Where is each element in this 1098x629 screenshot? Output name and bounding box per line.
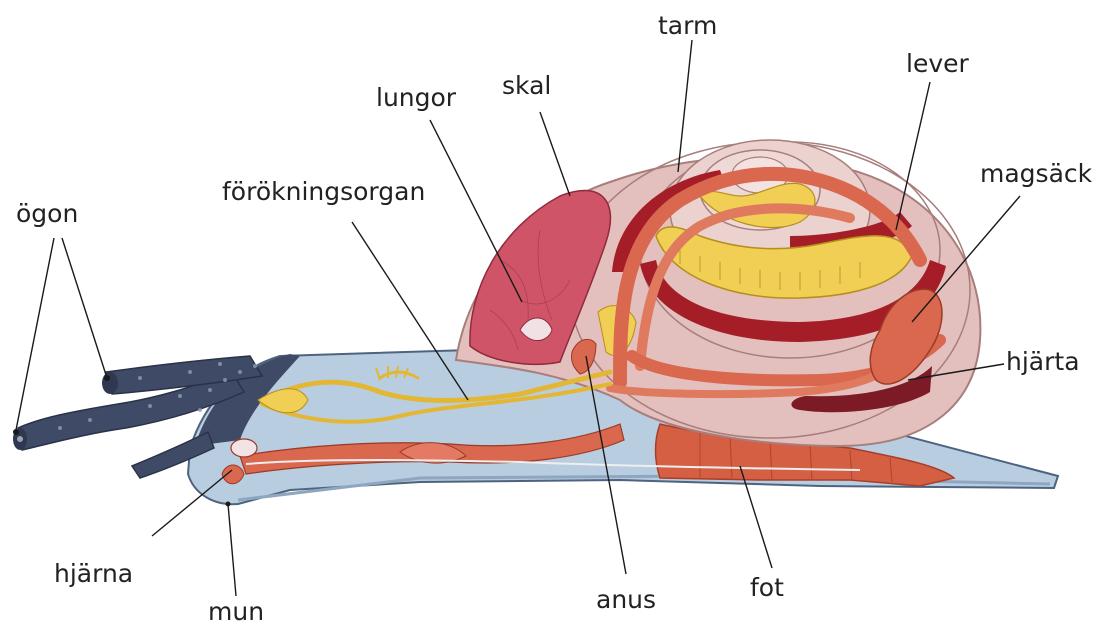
label-forokningsorgan: förökningsorgan <box>222 177 425 206</box>
label-ogon: ögon <box>16 199 78 228</box>
label-tarm: tarm <box>658 11 717 40</box>
label-magsack: magsäck <box>980 159 1093 188</box>
label-hjarta: hjärta <box>1006 347 1080 376</box>
brain <box>231 439 257 457</box>
label-mun: mun <box>208 597 264 626</box>
label-anus: anus <box>596 585 656 614</box>
label-fot: fot <box>750 573 784 602</box>
label-hjarna: hjärna <box>54 559 133 588</box>
label-lever: lever <box>906 49 970 78</box>
label-skal: skal <box>502 71 551 100</box>
label-lungor: lungor <box>376 83 457 112</box>
